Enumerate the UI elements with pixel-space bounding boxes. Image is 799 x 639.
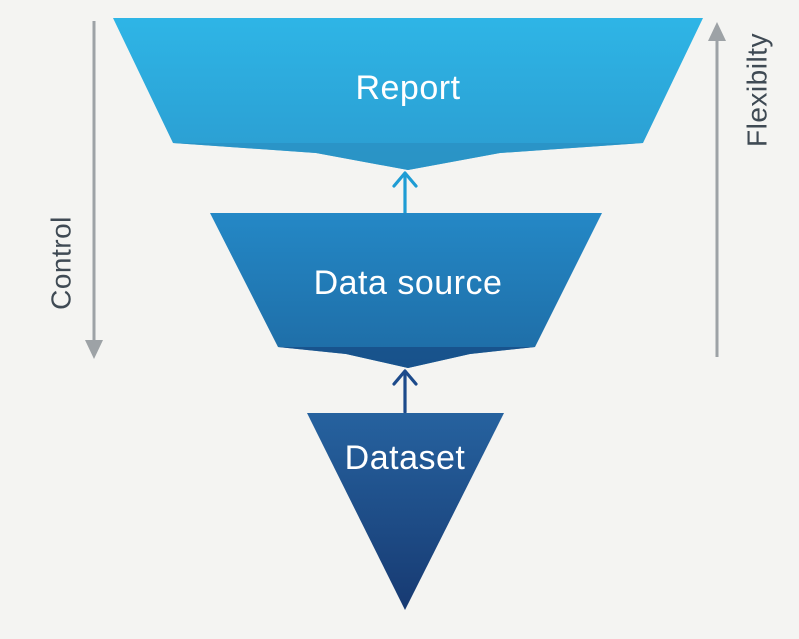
report-shape bbox=[113, 18, 703, 170]
datasource-label: Data source bbox=[314, 264, 503, 302]
funnel-layer-report: Report bbox=[113, 18, 703, 170]
arrow-datasource-to-report bbox=[392, 171, 418, 216]
funnel-layer-datasource: Data source bbox=[210, 213, 602, 368]
arrow-dataset-to-datasource-head-icon bbox=[392, 369, 418, 386]
axis-flexibility: Flexibilty bbox=[708, 22, 773, 357]
control-axis-label: Control bbox=[46, 216, 77, 310]
axis-control: Control bbox=[46, 21, 103, 359]
dataset-label: Dataset bbox=[345, 439, 466, 477]
arrow-up-icon bbox=[708, 22, 726, 41]
funnel-layer-dataset: Dataset bbox=[307, 413, 504, 610]
report-label: Report bbox=[355, 69, 460, 107]
arrow-down-icon bbox=[85, 340, 103, 359]
arrow-dataset-to-datasource bbox=[392, 369, 418, 414]
flexibility-axis-label: Flexibilty bbox=[742, 33, 773, 147]
datasource-fold-shadow bbox=[278, 347, 535, 368]
arrow-datasource-to-report-head-icon bbox=[392, 171, 418, 188]
report-fold-shadow bbox=[173, 143, 643, 170]
datasource-shape bbox=[210, 213, 602, 368]
dataset-shape bbox=[307, 413, 504, 610]
